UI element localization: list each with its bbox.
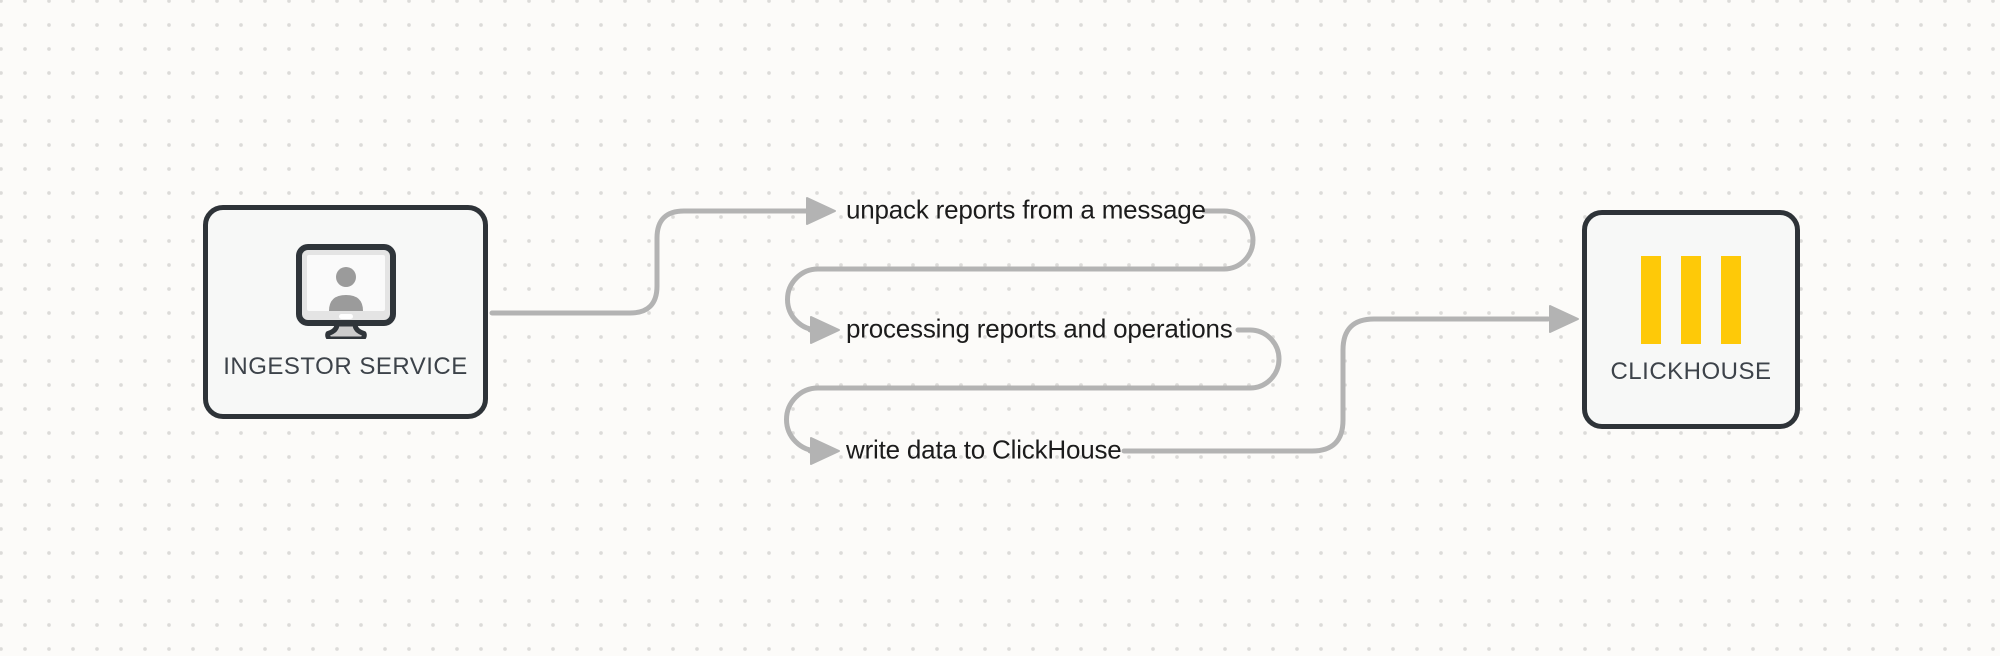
connector-ingestor-to-step1 xyxy=(489,208,809,316)
workstation-user-icon xyxy=(295,244,396,339)
arrowhead-icon xyxy=(806,197,836,225)
arrowheads xyxy=(806,197,1579,465)
node-label-clickhouse: CLICKHOUSE xyxy=(1610,357,1772,385)
arrowhead-icon xyxy=(1549,305,1579,333)
arrowhead-icon xyxy=(810,437,840,465)
connector-step3-to-clickhouse xyxy=(1121,316,1551,454)
connector-step1-to-step2 xyxy=(785,208,1256,333)
node-label-ingestor: INGESTOR SERVICE xyxy=(223,353,468,380)
clickhouse-logo-icon xyxy=(1641,255,1741,344)
flow-connectors xyxy=(489,208,1551,454)
step-label-write-data: write data to ClickHouse xyxy=(846,434,1122,465)
clickhouse-bar xyxy=(1721,255,1741,344)
arrowhead-icon xyxy=(810,316,840,344)
clickhouse-bar xyxy=(1641,255,1661,344)
node-clickhouse: CLICKHOUSE xyxy=(1582,210,1800,429)
connector-step2-to-step3 xyxy=(784,327,1282,454)
clickhouse-bar xyxy=(1681,255,1701,344)
step-label-unpack-reports: unpack reports from a message xyxy=(846,194,1206,225)
node-ingestor-service: INGESTOR SERVICE xyxy=(203,205,488,419)
step-label-processing-reports: processing reports and operations xyxy=(846,313,1233,344)
